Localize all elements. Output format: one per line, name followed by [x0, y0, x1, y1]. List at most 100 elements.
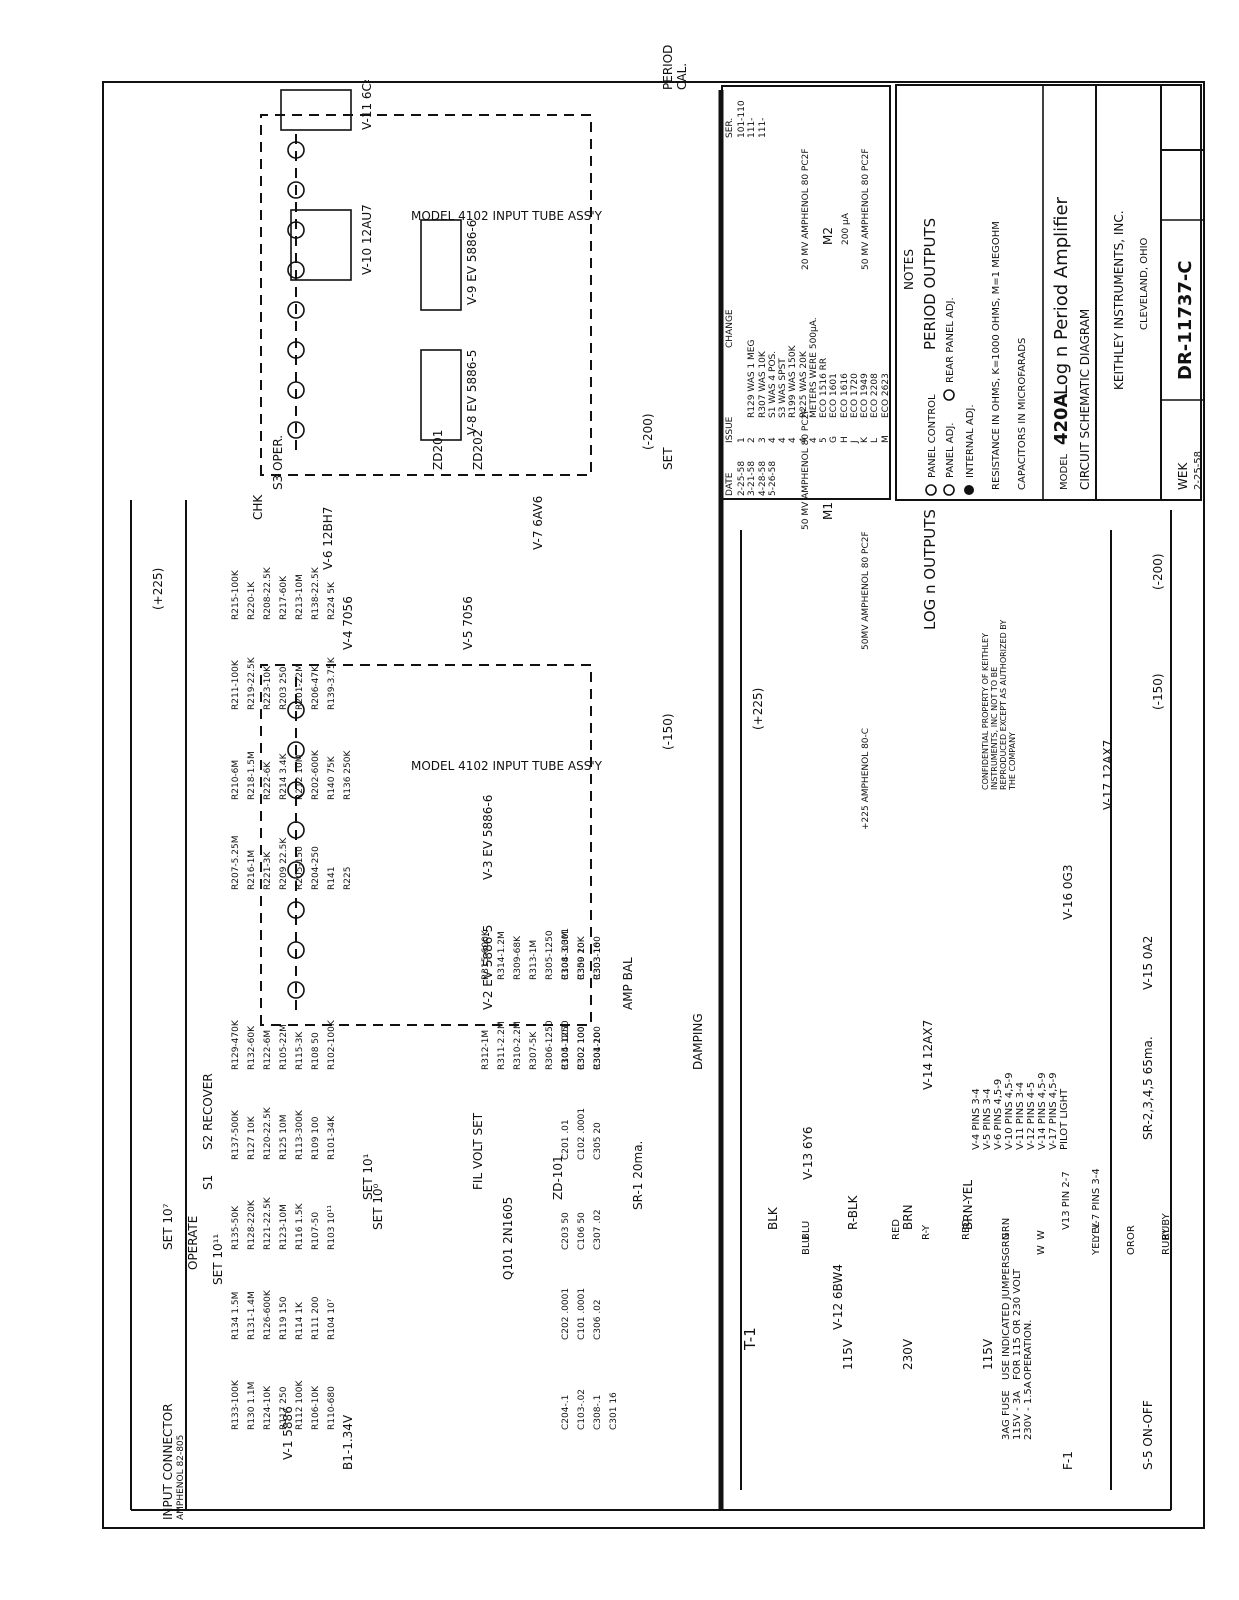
set-10-11-label: SET 10¹¹ [211, 1233, 225, 1285]
tube-v9: V-9 EV 5886-6 [420, 219, 479, 311]
fuse-f1: F-1 [1061, 1451, 1075, 1470]
input-connector-label: INPUT CONNECTOR [161, 1403, 175, 1520]
heater-note-v12: V-12 PINS 4-5 [1026, 1081, 1037, 1150]
component-label: R123-10M [279, 1204, 289, 1250]
component-label: R115-3K [295, 1031, 305, 1070]
revision-date: 2-25-58 [1193, 451, 1204, 490]
component-label: C307 .02 [593, 1209, 603, 1250]
component-label: R103 10¹¹ [327, 1205, 337, 1250]
sec-lead-red-2: RED [961, 1219, 972, 1240]
component-label: R309-68K [513, 935, 523, 980]
component-label: R212 10M [295, 754, 305, 800]
heater-note-v14: V-14 PINS 4,5-9 [1037, 1072, 1048, 1150]
model-prefix: MODEL [1059, 453, 1070, 490]
tube-v14-label: V-14 12AX7 [921, 1019, 935, 1090]
assembly-1-outline [260, 664, 592, 1026]
component-label: R305-1250 [545, 930, 555, 980]
zd202-label: ZD202 [471, 429, 485, 470]
component-label: R313-1M [529, 939, 539, 980]
tube-v11-label: V-11 6C4 [360, 80, 374, 130]
sec-lead-blu-2: BLU [801, 1235, 812, 1255]
period-cal-label: PERIOD CAL. [661, 44, 689, 90]
transformer-t1: T-1 [741, 1327, 759, 1350]
component-label: R218-1.5M [247, 751, 257, 800]
component-label: R110-680 [327, 1386, 337, 1430]
component-label: R314-1.2M [497, 931, 507, 980]
sec-lead-red-1: RED [891, 1219, 902, 1240]
component-label: R217-60K [279, 575, 289, 620]
component-label: R311-2.2M [497, 1021, 507, 1070]
component-label: R312-1M [481, 1029, 491, 1070]
change-header-issue: ISSUE [725, 416, 735, 443]
jack-20mv: 20 MV AMPHENOL 80 PC2F [801, 148, 811, 270]
period-outputs-heading: PERIOD OUTPUTS [921, 217, 939, 350]
component-label: R208-22.5K [263, 567, 273, 620]
component-label: R104 10⁷ [327, 1298, 337, 1340]
assembly-1-label: MODEL 4102 INPUT TUBE ASS'Y [411, 759, 603, 773]
model-name: Log n Period Amplifier [1051, 196, 1072, 395]
component-label: R141 [327, 866, 337, 890]
sec-lead-grn-2: GRN [1001, 1232, 1012, 1255]
title-block-frame [895, 84, 1202, 501]
component-label: R137-500K [231, 1110, 241, 1160]
component-label: R201-22M [295, 664, 305, 710]
input-connector-part: AMPHENOL 82-805 [176, 1434, 186, 1520]
change-cell: K [860, 437, 871, 443]
component-label: R129-470K [231, 1020, 241, 1070]
heater-note-v10: V-10 PINS 4,5-9 [1004, 1072, 1015, 1150]
tube-v10-label: V-10 12AU7 [360, 204, 374, 275]
change-cell: ECO 1601 [829, 373, 840, 418]
heater-note-v17: V-17 PINS 4,5-9 [1048, 1072, 1059, 1150]
change-cell: 1 [737, 437, 747, 443]
component-label: C204-.1 [561, 1394, 571, 1430]
switch-s5[interactable]: S-5 ON-OFF [1141, 1400, 1155, 1470]
switch-s2[interactable]: S2 RECOVER [201, 1073, 215, 1150]
change-cell: S1 WAS 4 POS. [767, 350, 778, 418]
notes-heading: NOTES [902, 249, 916, 290]
tap-115-a: 115V [981, 1338, 995, 1370]
heater-note-v4: V-4 PINS 3-4 [971, 1088, 982, 1150]
jack-50mv-log: 50 MV AMPHENOL 80 PC2F [801, 408, 811, 530]
component-label: C303 16 [593, 942, 603, 980]
component-label: R223-10K [263, 665, 273, 710]
tube-v10: V-10 12AU7 [290, 204, 374, 281]
component-label: R213-10M [295, 574, 305, 620]
heater-notes: V-4 PINS 3-4 V-5 PINS 3-4 V-6 PINS 4,5-9… [971, 1010, 1070, 1150]
tap-230: 230V [901, 1338, 915, 1370]
component-label: C301 16 [609, 1392, 619, 1430]
component-label: R130 1.1M [247, 1381, 257, 1430]
sec-lead-yel-2: YEL [1091, 1237, 1102, 1255]
component-label: C305 20 [593, 1122, 603, 1160]
heater-note-pilot: PILOT LIGHT [1059, 1088, 1070, 1150]
change-cell: 3-21-58 [747, 460, 758, 496]
change-cell: 111- [757, 117, 768, 138]
component-label: R134 1.5M [231, 1291, 241, 1340]
component-label: R114 1K [295, 1302, 305, 1340]
voltage-m200: (-200) [641, 413, 655, 450]
component-label: R215-100K [231, 570, 241, 620]
change-header-ser: SER. [725, 117, 735, 138]
change-cell: 111- [747, 117, 758, 138]
voltage-p225: (+225) [151, 567, 165, 610]
change-cell: 101-110 [737, 100, 747, 138]
lead-blk: BLK [766, 1207, 780, 1230]
component-label: R109 100 [311, 1116, 321, 1160]
component-label: R108 50 [311, 1032, 321, 1070]
sec-lead-w-1: W [1036, 1230, 1047, 1240]
meter-range-m2: 200 μA [841, 213, 851, 245]
component-label: R210-6M [231, 759, 241, 800]
change-cell: METERS WERE 500μA. [808, 317, 819, 418]
tube-v8-label: V-8 EV 5886-5 [465, 350, 479, 435]
power-supply-section [740, 530, 1112, 1490]
tube-v15-label: V-15 0A2 [1141, 935, 1155, 990]
component-label: C102 .0001 [577, 1107, 587, 1160]
tube-v17-label: V-17 12AX7 [1101, 739, 1115, 810]
voltage-m150b: (-150) [1151, 673, 1165, 710]
change-cell: ECO 2623 [880, 373, 891, 418]
switch-s1[interactable]: S1 [201, 1174, 215, 1190]
note-panel-adj: PANEL ADJ. [945, 423, 956, 478]
switch-s3[interactable]: S3 OPER. [271, 434, 285, 490]
change-cell: 2-25-58 [737, 460, 747, 496]
component-label: R207-5.25M [231, 835, 241, 890]
tube-v11: V-11 6C4 [280, 80, 374, 131]
